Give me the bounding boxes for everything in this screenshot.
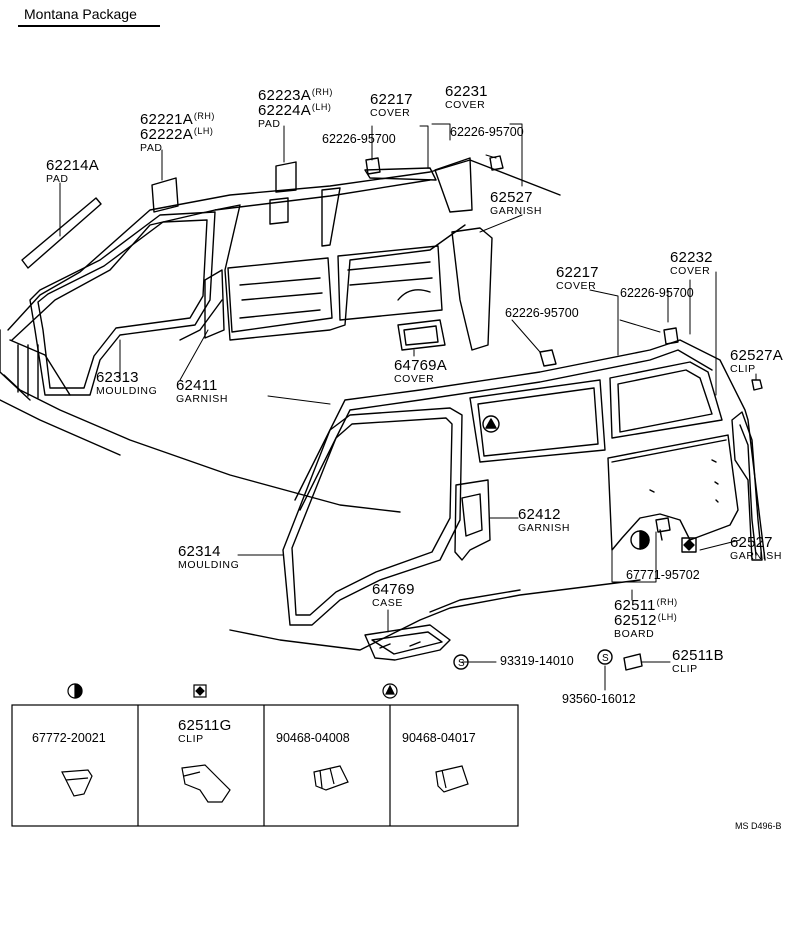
- label-62411: 62411 GARNISH: [176, 377, 229, 405]
- legend-diamond-icon: [193, 684, 207, 698]
- label-62226-mid-b: 62226-95700: [620, 286, 694, 300]
- svg-text:S: S: [602, 653, 609, 664]
- legend-cell-2: 62511G CLIP: [178, 717, 232, 745]
- clip-67771-shape: [655, 517, 671, 541]
- clip-62226-top-a: [365, 157, 381, 175]
- label-62217-top: 62217 COVER: [370, 91, 413, 119]
- label-64769A: 64769A COVER: [394, 357, 447, 385]
- label-62314: 62314 MOULDING: [178, 543, 240, 571]
- label-62226-mid-a: 62226-95700: [505, 306, 579, 320]
- label-62226-top-b: 62226-95700: [450, 125, 524, 139]
- legend-cell-3: 90468-04008: [276, 731, 350, 745]
- nut-90468-04008-icon: [313, 765, 349, 791]
- s-symbol-mark-93319: [453, 654, 469, 670]
- title-underline: [18, 25, 160, 27]
- legend-table: [11, 683, 519, 827]
- label-62527-low: 62527 GARNISH: [730, 534, 783, 562]
- lower-vehicle-body: [229, 339, 766, 651]
- rear-window-frame: [609, 361, 723, 439]
- label-64769: 64769 CASE: [372, 581, 415, 609]
- diamond-symbol-mark: [681, 537, 697, 553]
- middle-window-frame: [469, 379, 606, 463]
- upper-vehicle-body: [0, 159, 561, 513]
- clip-62511G-icon: [181, 764, 231, 803]
- moulding-62313-shape: [29, 211, 216, 396]
- label-62313: 62313 MOULDING: [96, 369, 158, 397]
- board-62511-shape: [607, 434, 739, 551]
- label-62231: 62231 COVER: [445, 83, 488, 111]
- cover-64769A-shape: [397, 319, 446, 351]
- clip-62527A-shape: [751, 379, 763, 391]
- clip-62226-mid-a: [539, 349, 557, 367]
- label-62511: 62511(RH) 62512(LH) BOARD: [614, 597, 678, 640]
- label-67771: 67771-95702: [626, 568, 700, 582]
- label-62527-top: 62527 GARNISH: [490, 189, 543, 217]
- clip-62226-mid-b: [663, 327, 679, 345]
- pad-62214A-shape: [21, 197, 102, 269]
- garnish-62412-shape: [454, 479, 491, 561]
- moulding-62314-shape: [282, 407, 463, 626]
- nut-90468-04017-icon: [435, 765, 469, 793]
- clip-62226-top-b: [489, 155, 504, 171]
- drawing-code: MS D496-B: [735, 821, 782, 831]
- label-93560: 93560-16012: [562, 692, 636, 706]
- label-93319: 93319-14010: [500, 654, 574, 668]
- bolt-67772-icon: [61, 769, 93, 797]
- label-62412: 62412 GARNISH: [518, 506, 571, 534]
- pad-62221A-shape: [151, 177, 179, 213]
- cover-62231-shape: [434, 157, 473, 213]
- legend-cell-1: 67772-20021: [32, 731, 106, 745]
- s-symbol-mark-93560: [597, 649, 613, 665]
- label-62511B: 62511B CLIP: [672, 647, 724, 675]
- label-62223A: 62223A(RH) 62224A(LH) PAD: [258, 87, 333, 130]
- interior-side-wall: [179, 187, 466, 341]
- label-62226-top-a: 62226-95700: [322, 132, 396, 146]
- page-title: Montana Package: [24, 6, 137, 22]
- label-62527A: 62527A CLIP: [730, 347, 783, 375]
- label-62232: 62232 COVER: [670, 249, 713, 277]
- label-62214A: 62214A PAD: [46, 157, 99, 185]
- garnish-62527-top-shape: [451, 227, 493, 351]
- cover-62217-top-shape: [364, 167, 437, 181]
- leader-lines: [59, 123, 757, 691]
- svg-text:S: S: [458, 658, 465, 669]
- pad-62223A-shape: [269, 161, 297, 225]
- legend-triangle-icon: [382, 683, 398, 699]
- case-64769-shape: [364, 624, 451, 661]
- triangle-symbol-mark: [482, 415, 500, 433]
- clip-62511B-shape: [623, 653, 643, 671]
- label-62217-mid: 62217 COVER: [556, 264, 599, 292]
- garnish-62527-low-shape: [731, 411, 763, 561]
- legend-cell-4: 90468-04017: [402, 731, 476, 745]
- label-62221A: 62221A(RH) 62222A(LH) PAD: [140, 111, 215, 154]
